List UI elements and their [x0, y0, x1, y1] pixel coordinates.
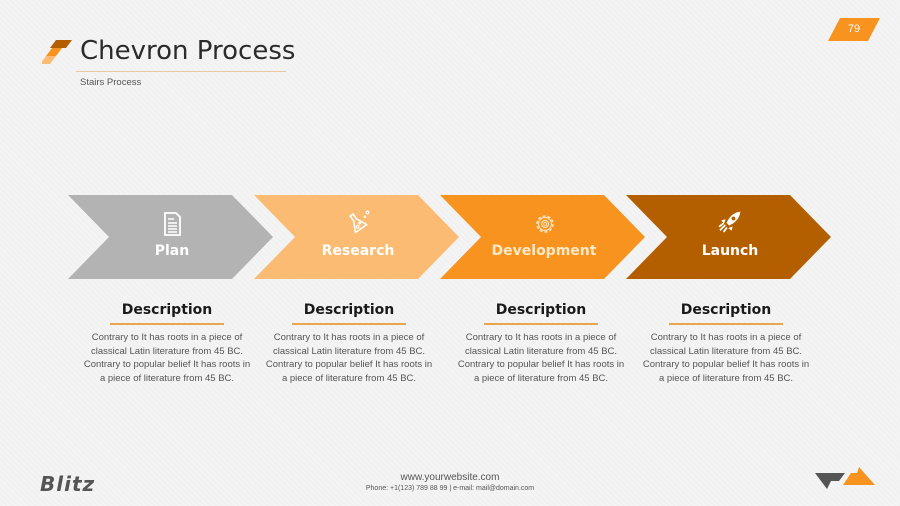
chevron-launch — [626, 195, 831, 279]
description-block-1: Description Contrary to It has roots in … — [82, 302, 252, 385]
page-number-badge — [828, 18, 880, 41]
step-label-development: Development — [491, 243, 597, 259]
page-subtitle: Stairs Process — [80, 77, 142, 88]
description-block-3: Description Contrary to It has roots in … — [456, 302, 626, 385]
title-underline — [76, 71, 286, 72]
prev-arrow-icon — [815, 473, 845, 489]
chevron-development — [440, 195, 645, 279]
description-text: Contrary to It has roots in a piece of c… — [642, 332, 810, 384]
description-divider — [669, 323, 783, 325]
page-number: 79 — [847, 23, 861, 35]
nav-arrows-icon — [815, 467, 875, 489]
flask-icon — [349, 210, 370, 234]
description-title: Description — [121, 302, 213, 318]
description-divider — [110, 323, 224, 325]
rocket-icon — [718, 211, 741, 233]
chevron-research — [254, 195, 459, 279]
chevron-plan — [68, 195, 273, 279]
footer-logo: Blitz — [40, 472, 96, 496]
description-text: Contrary to It has roots in a piece of c… — [457, 332, 625, 384]
next-arrow-icon — [843, 467, 875, 485]
description-text: Contrary to It has roots in a piece of c… — [265, 332, 433, 384]
page-title: Chevron Process — [80, 36, 296, 66]
step-label-plan: Plan — [154, 243, 190, 259]
step-label-launch: Launch — [701, 243, 759, 259]
footer-contact: Phone: +1(123) 789 88 99 | e-mail: mail@… — [365, 485, 535, 492]
footer-website: www.yourwebsite.com — [400, 472, 500, 483]
logo-mark-icon — [42, 40, 72, 64]
description-divider — [292, 323, 406, 325]
description-block-2: Description Contrary to It has roots in … — [264, 302, 434, 385]
description-title: Description — [303, 302, 395, 318]
gear-icon — [536, 215, 554, 233]
description-divider — [484, 323, 598, 325]
description-text: Contrary to It has roots in a piece of c… — [83, 332, 251, 384]
step-label-research: Research — [321, 243, 395, 259]
description-title: Description — [495, 302, 587, 318]
document-icon — [164, 212, 181, 236]
description-block-4: Description Contrary to It has roots in … — [641, 302, 811, 385]
description-title: Description — [680, 302, 772, 318]
